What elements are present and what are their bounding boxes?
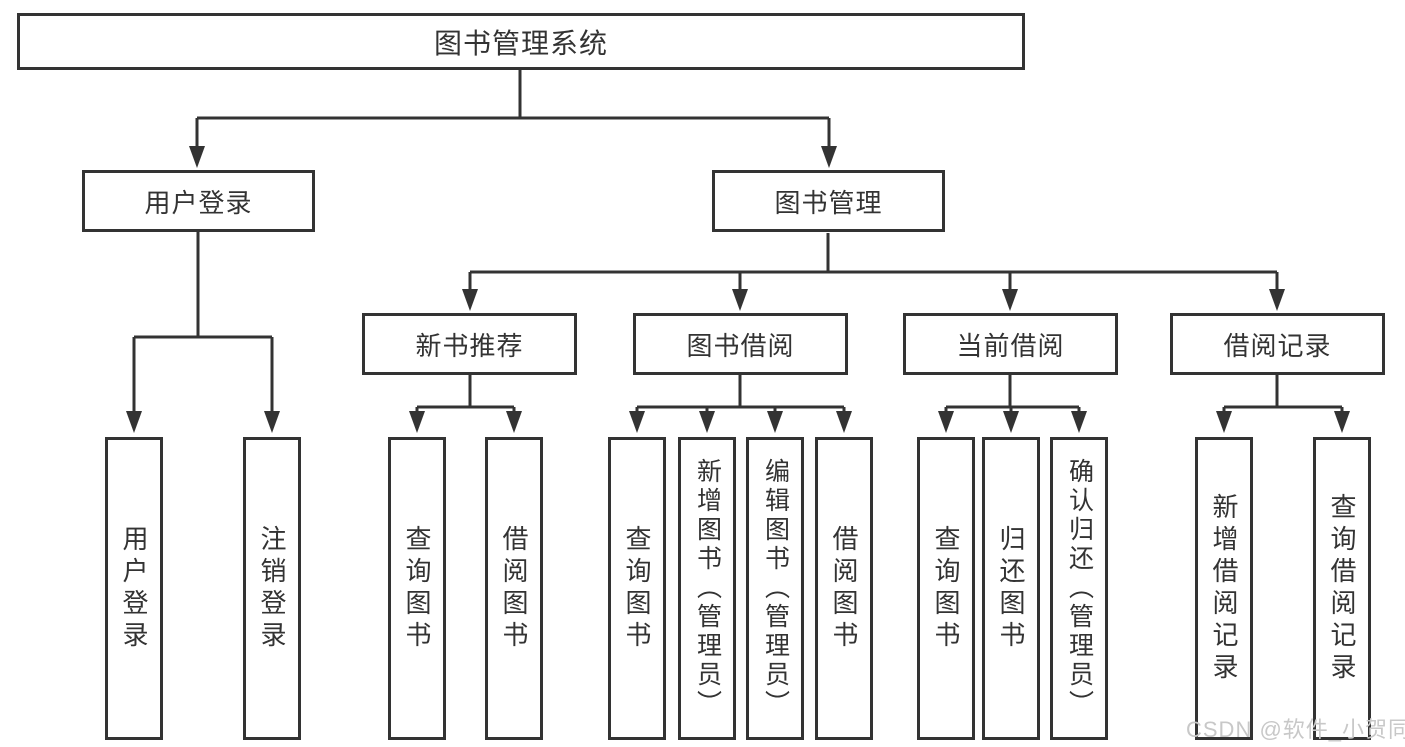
leaf-return-books: 归还图书 [982, 437, 1040, 740]
node-user-login-group: 用户登录 [82, 170, 315, 232]
leaf-edit-books-admin: 编辑图书（管理员） [746, 437, 804, 740]
node-book-borrowing: 图书借阅 [633, 313, 848, 375]
leaf-query-books-borrowing: 查询图书 [608, 437, 666, 740]
node-borrowing-records: 借阅记录 [1170, 313, 1385, 375]
node-current-borrowing: 当前借阅 [903, 313, 1118, 375]
node-library-management-system: 图书管理系统 [17, 13, 1025, 70]
leaf-add-books-admin: 新增图书（管理员） [678, 437, 736, 740]
leaf-borrow-books-borrowing: 借阅图书 [815, 437, 873, 740]
leaf-user-login: 用户登录 [105, 437, 163, 740]
leaf-add-borrow-record: 新增借阅记录 [1195, 437, 1253, 740]
leaf-confirm-return-admin: 确认归还（管理员） [1050, 437, 1108, 740]
arrowheads [126, 146, 1350, 433]
leaf-logout: 注销登录 [243, 437, 301, 740]
leaf-query-borrow-record: 查询借阅记录 [1313, 437, 1371, 740]
watermark: CSDN @软件_小贺同学 [1186, 717, 1405, 742]
leaf-query-books-recommend: 查询图书 [388, 437, 446, 740]
leaf-borrow-books-recommend: 借阅图书 [485, 437, 543, 740]
node-new-book-recommendation: 新书推荐 [362, 313, 577, 375]
leaf-query-books-current: 查询图书 [917, 437, 975, 740]
node-book-management: 图书管理 [712, 170, 945, 232]
